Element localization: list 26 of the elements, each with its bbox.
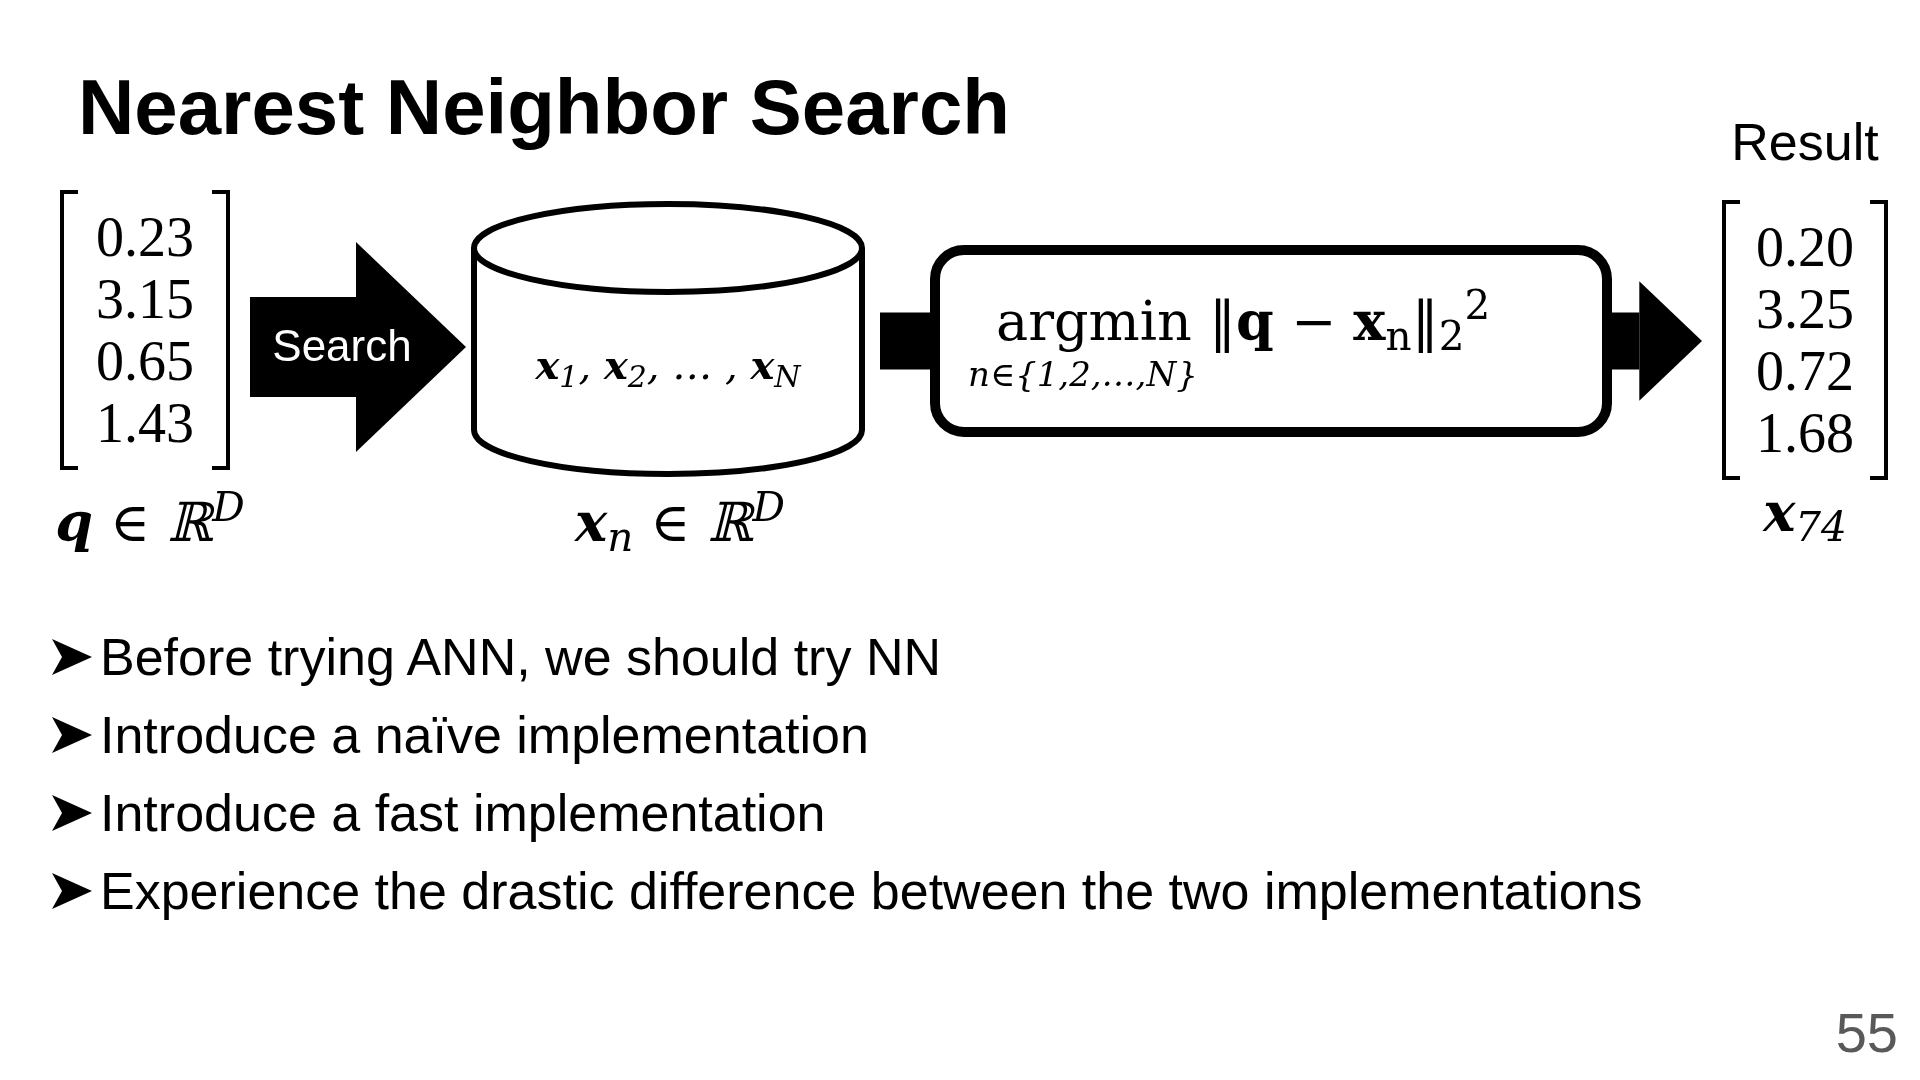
bullet-text: Before trying ANN, we should try NN bbox=[100, 627, 941, 688]
result-heading: Result bbox=[1730, 112, 1880, 172]
bullet-text: Introduce a naïve implementation bbox=[100, 705, 869, 766]
math-label: x$_{74}$ bbox=[1761, 480, 1848, 545]
block-arrow bbox=[1612, 281, 1702, 401]
vector-value: 3.25 bbox=[1756, 278, 1854, 340]
vector-value: 3.15 bbox=[96, 268, 194, 330]
bullet-text: Introduce a fast implementation bbox=[100, 783, 826, 844]
block-arrow bbox=[250, 242, 466, 452]
vector-bracket bbox=[1722, 200, 1888, 480]
formula-box bbox=[930, 245, 1612, 437]
math-label: q ∈ ℝ$^{D}$ bbox=[54, 490, 246, 555]
vector-bracket bbox=[60, 190, 230, 470]
slide-title: Nearest Neighbor Search bbox=[78, 62, 1010, 152]
vector-value: 0.23 bbox=[96, 206, 194, 268]
vector-value: 0.20 bbox=[1756, 216, 1854, 278]
connector-bar bbox=[880, 312, 930, 370]
page-number: 55 bbox=[1835, 1000, 1898, 1066]
bullet-text: Experience the drastic difference between the two implementations bbox=[100, 861, 1643, 922]
vector-set: x$_{1}$, x$_{2}$, … , x$_{N}$ bbox=[535, 340, 801, 395]
vector-value: 0.65 bbox=[96, 330, 194, 392]
math-label: x$_{n}$ ∈ ℝ$^{D}$ bbox=[573, 490, 786, 555]
vector-value: 1.68 bbox=[1756, 402, 1854, 464]
vector-value: 0.72 bbox=[1756, 340, 1854, 402]
vector-value: 1.43 bbox=[96, 392, 194, 454]
formula-subscript: n∈{1,2,…,N} bbox=[968, 353, 1198, 394]
